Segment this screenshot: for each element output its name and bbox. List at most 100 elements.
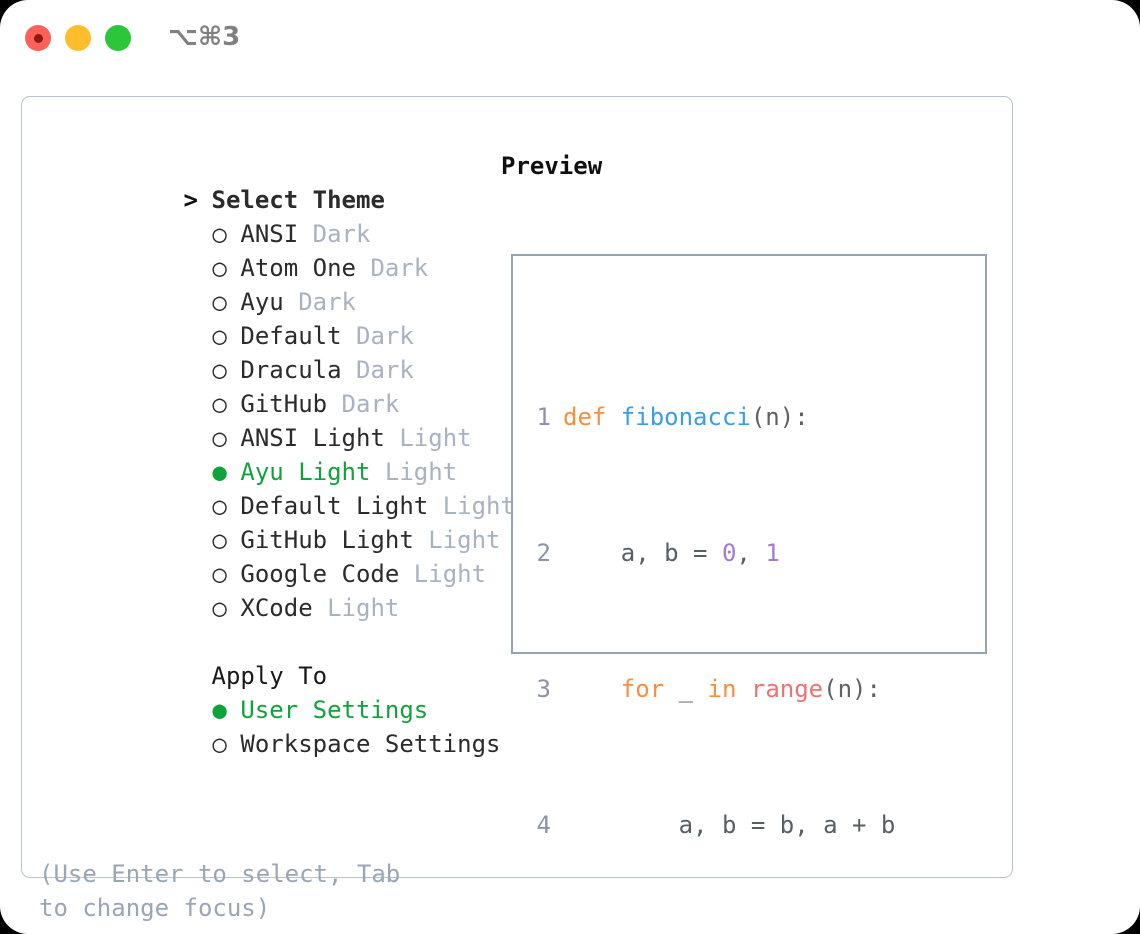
theme-item-variant-text: Light: [399, 424, 472, 452]
theme-item-label: Ayu Light: [240, 458, 371, 486]
theme-item-variant-text: Dark: [298, 288, 356, 316]
theme-picker-column: >Select Theme ○ANSI Dark ○Atom One Dark …: [39, 149, 515, 758]
theme-item-label: Dracula: [240, 356, 342, 384]
apply-to-header-label: Apply To: [211, 662, 328, 690]
code-token: fibonacci: [620, 403, 751, 431]
theme-item-variant-text: Dark: [312, 220, 371, 248]
theme-item-label: XCode: [240, 594, 313, 622]
theme-item-label: GitHub Light: [240, 526, 414, 554]
theme-item-variant-text: Light: [442, 492, 515, 520]
radio-icon: ○: [212, 390, 227, 418]
theme-item-space: [385, 424, 399, 452]
theme-item-xcode[interactable]: ○XCode Light: [39, 557, 469, 622]
theme-item-label: Default: [240, 322, 342, 350]
theme-item-variant-text: Dark: [356, 322, 414, 350]
radio-icon: ○: [212, 322, 227, 350]
code-line: 4 a, b = b, a + b: [529, 808, 924, 842]
line-number: 3: [536, 675, 551, 703]
keyboard-hint: (Use Enter to select, Tab to change focu…: [39, 860, 415, 922]
apply-to-item-workspace-settings[interactable]: ○ Workspace Settings: [39, 693, 500, 758]
preview-title: Preview: [501, 152, 603, 180]
code-line: 3 for _ in range(n):: [529, 672, 924, 706]
theme-list-header-label: Select Theme: [211, 186, 385, 214]
theme-item-space: [327, 390, 341, 418]
theme-item-variant: [298, 220, 312, 248]
theme-item-default-light[interactable]: ○ Default Light Light: [39, 455, 515, 520]
line-number: 1: [536, 403, 551, 431]
theme-item-space: [414, 526, 428, 554]
theme-item-google-code[interactable]: ○Google Code Light: [39, 523, 486, 588]
apply-to-header: Apply To: [39, 625, 469, 690]
code-token: [736, 675, 750, 703]
theme-item-dracula[interactable]: ○ Dracula Dark: [39, 319, 469, 384]
code-token: for: [620, 675, 665, 703]
theme-item-label: ANSI Light: [240, 424, 385, 452]
radio-icon: ○: [212, 730, 227, 758]
main-panel: >Select Theme ○ANSI Dark ○Atom One Dark …: [21, 96, 1013, 922]
theme-item-label: Ayu: [240, 288, 284, 316]
line-number: 2: [536, 539, 551, 567]
radio-icon: ○: [212, 560, 227, 588]
title-bar: ⌥⌘3: [0, 0, 1140, 78]
code-token: a, b =: [563, 539, 722, 567]
radio-icon: ○: [212, 594, 227, 622]
theme-item-space: [428, 492, 442, 520]
theme-item-variant-text: Light: [384, 458, 458, 486]
theme-item-ansi-light[interactable]: ○ ANSI Light Light: [39, 387, 471, 452]
maximize-button[interactable]: [105, 25, 131, 51]
theme-item-default[interactable]: ○ Default Dark: [39, 285, 469, 350]
code-token: _: [664, 675, 708, 703]
traffic-lights: [25, 25, 131, 51]
theme-list: ○ANSI Dark ○Atom One Dark ○ Ayu Dark ○ Def…: [39, 183, 515, 622]
code-token: in: [707, 675, 737, 703]
theme-item-ayu[interactable]: ○ Ayu Dark: [39, 251, 469, 316]
theme-item-variant-text: Dark: [341, 390, 400, 418]
theme-item-variant-text: Dark: [370, 254, 429, 282]
theme-list-header: >Select Theme: [39, 149, 469, 214]
radio-icon-selected: ●: [212, 696, 227, 724]
theme-item-space: [342, 322, 356, 350]
theme-item-ansi[interactable]: ○ANSI Dark: [39, 183, 469, 248]
radio-icon: ○: [212, 424, 227, 452]
apply-to-header-indent: [184, 659, 212, 693]
code-token: def: [563, 403, 621, 431]
code-token: (n):: [823, 675, 881, 703]
radio-icon: ○: [212, 492, 227, 520]
radio-icon: ○: [212, 526, 227, 554]
theme-item-label: Default Light: [240, 492, 429, 520]
line-number: 4: [536, 811, 551, 839]
theme-item-label: Google Code: [240, 560, 400, 588]
theme-item-variant-text: Dark: [356, 356, 414, 384]
theme-item-space: [284, 288, 298, 316]
theme-item-ayu-light[interactable]: ● Ayu Light Light: [39, 421, 469, 486]
apply-to-item-label: Workspace Settings: [240, 730, 501, 758]
radio-icon-selected: ●: [212, 458, 227, 486]
theme-item-atom-one[interactable]: ○Atom One Dark: [39, 217, 469, 282]
radio-icon: ○: [212, 254, 227, 282]
theme-item-variant-text: Light: [428, 526, 501, 554]
theme-item-space: [370, 458, 384, 486]
apply-to-item-user-settings[interactable]: ●User Settings: [39, 659, 469, 724]
code-token: (n):: [750, 403, 809, 431]
theme-item-space: [356, 254, 370, 282]
radio-icon: ○: [212, 220, 227, 248]
theme-item-github[interactable]: ○GitHub Dark: [39, 353, 469, 418]
theme-item-github-light[interactable]: ○ GitHub Light Light: [39, 489, 500, 554]
code-token: 0: [721, 539, 737, 567]
code-line: 1 def fibonacci(n):: [529, 400, 924, 434]
minimize-button[interactable]: [65, 25, 91, 51]
code-token: ,: [736, 539, 766, 567]
code-line: 2 a, b = 0, 1: [529, 536, 924, 570]
theme-item-space: [342, 356, 356, 384]
keyboard-shortcut-label: ⌥⌘3: [168, 22, 241, 52]
code-token: [563, 675, 621, 703]
code-token: 1: [765, 539, 780, 567]
radio-icon: ○: [212, 356, 227, 384]
close-button[interactable]: [25, 25, 51, 51]
theme-item-space: [313, 594, 327, 622]
radio-icon: ○: [212, 288, 227, 316]
